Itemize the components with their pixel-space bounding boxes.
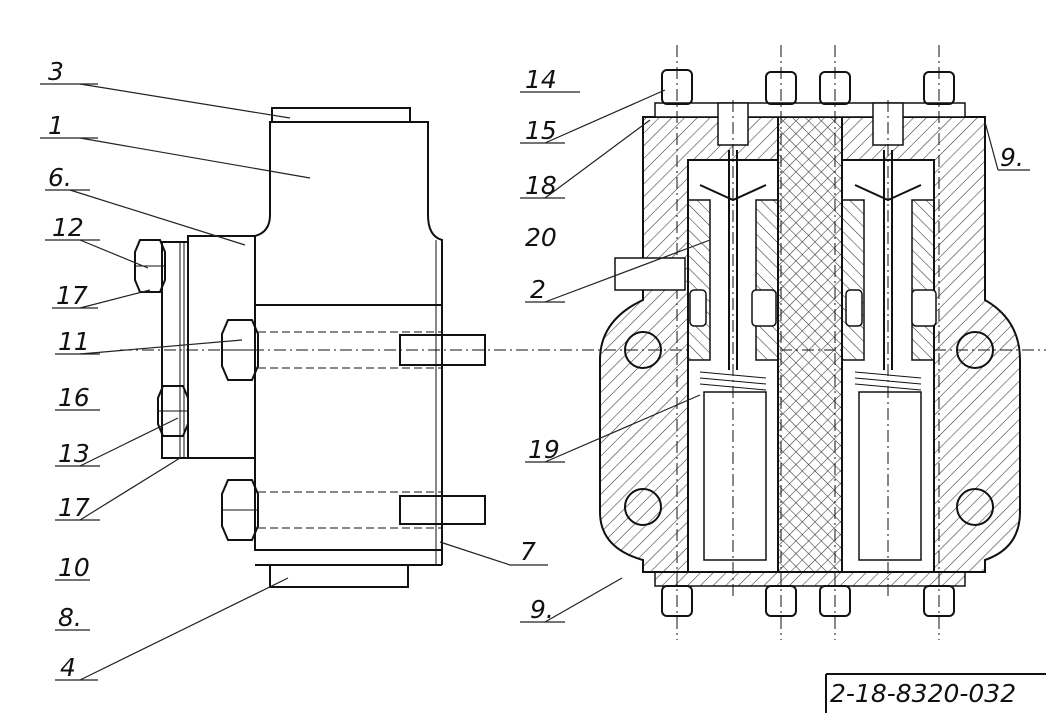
bottom-plate [654, 571, 966, 587]
callout-18: 18 [525, 171, 557, 200]
callout-2: 2 [530, 275, 546, 304]
top-plate [654, 102, 966, 118]
title-block: 2-18-8320-032 [825, 673, 1046, 713]
mount-hole [624, 488, 662, 526]
stud-lower [399, 495, 486, 525]
upper-housing [254, 121, 443, 306]
callout-20: 20 [525, 223, 557, 252]
piston-left [703, 391, 767, 561]
bottom-nuts [661, 585, 955, 617]
section-view [599, 45, 1021, 640]
callout-12: 12 [52, 213, 84, 242]
bolt-head-lower [221, 479, 259, 541]
callout-7: 7 [520, 537, 536, 566]
callout-labels: 3 1 6. 12 17 11 16 13 17 10 8. 4 7 14 15… [48, 57, 1024, 682]
side-view [120, 107, 1046, 588]
callout-15: 15 [525, 116, 557, 145]
lower-block [254, 304, 443, 551]
callout-14: 14 [525, 65, 557, 94]
callout-19: 19 [528, 435, 560, 464]
mount-hole [956, 331, 994, 369]
callout-11: 11 [58, 327, 90, 356]
nut-13 [157, 385, 189, 437]
mount-hole [624, 331, 662, 369]
callout-4: 4 [60, 653, 76, 682]
callout-10: 10 [58, 553, 90, 582]
callout-17b: 17 [58, 493, 90, 522]
bolt-head-11 [221, 319, 259, 381]
callout-9-top: 9. [1000, 143, 1024, 172]
central-rib [777, 116, 843, 573]
callout-9-bottom: 9. [530, 595, 554, 624]
callout-16: 16 [58, 383, 90, 412]
callout-17a: 17 [56, 281, 88, 310]
callout-6: 6. [48, 163, 72, 192]
callout-13: 13 [58, 439, 90, 468]
drawing-number: 2-18-8320-032 [830, 679, 1016, 708]
top-cap [271, 107, 411, 123]
leader-lines [40, 83, 1030, 681]
top-nuts [661, 69, 955, 105]
callout-8: 8. [58, 603, 82, 632]
nut-12 [134, 239, 166, 293]
callout-1: 1 [48, 111, 64, 140]
mount-hole [956, 488, 994, 526]
bottom-cap [269, 564, 409, 588]
callout-3: 3 [48, 57, 64, 86]
piston-right [858, 391, 922, 561]
